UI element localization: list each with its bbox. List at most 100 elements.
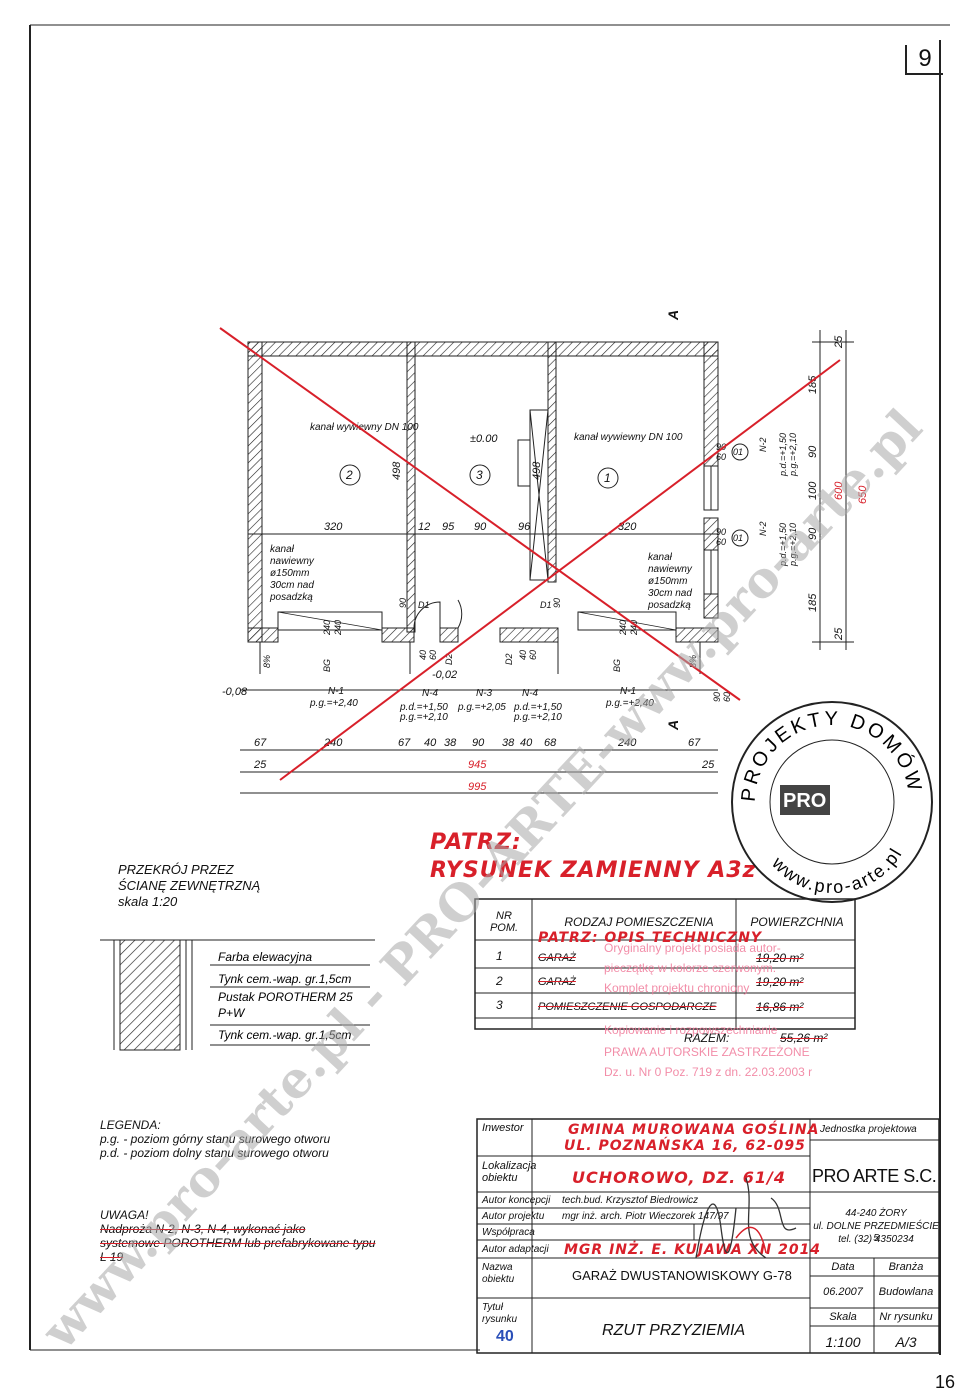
drawing-label: Tytuł rysunku — [482, 1302, 518, 1325]
table-header-name: RODZAJ POMIESZCZENIA — [564, 915, 714, 929]
object-label: Nazwa obiektu — [482, 1262, 515, 1285]
handwritten-note-line1: PATRZ: — [430, 830, 522, 855]
svg-text:ø150mm: ø150mm — [270, 568, 309, 579]
svg-text:p.d.=+1,50: p.d.=+1,50 — [399, 702, 448, 713]
drawing-value: RZUT PRZYZIEMIA — [602, 1322, 746, 1339]
svg-text:30cm nad: 30cm nad — [648, 588, 692, 599]
red-cross-line-2 — [279, 359, 841, 781]
svg-text:90: 90 — [807, 527, 819, 540]
row-2-area: 19,20 m² — [756, 975, 804, 989]
location-value: UCHOROWO, DZ. 61/4 — [572, 1168, 786, 1187]
investor-line2: UL. POZNAŃSKA 16, 62-095 — [564, 1138, 806, 1154]
title-block: Inwestor GMINA MUROWANA GOŚLINA UL. POZN… — [476, 1118, 940, 1354]
section-title: PRZEKRÓJ PRZEZ ŚCIANĘ ZEWNĘTRZNĄ skala 1… — [118, 862, 261, 909]
branch-value: Budowlana — [878, 1286, 934, 1298]
branch-label: Branża — [888, 1261, 924, 1273]
svg-text:N-3: N-3 — [476, 688, 493, 699]
slope-left: 8% — [262, 655, 272, 668]
door-mark-2: D1 — [540, 600, 552, 610]
svg-text:p.g.=+2,10: p.g.=+2,10 — [399, 712, 448, 723]
legend-item-pd: p.d. - poziom dolny stanu surowego otwor… — [100, 1146, 329, 1160]
window-size-60-a: 60 — [716, 452, 726, 462]
legend-item-pg: p.g. - poziom górny stanu surowego otwor… — [100, 1132, 331, 1146]
right-levels: N-2 p.d.=+1,50 p.g.=+2,10 N-2 p.d.=+1,50… — [758, 433, 798, 567]
room-number-1: 1 — [604, 471, 611, 485]
dim-498-right: 498 — [531, 461, 543, 480]
svg-text:945: 945 — [468, 759, 487, 771]
cooperation-label: Współpraca — [482, 1227, 535, 1238]
svg-text:p.g.=+2,10: p.g.=+2,10 — [788, 433, 798, 477]
svg-text:25: 25 — [253, 759, 267, 771]
svg-text:185: 185 — [807, 375, 819, 394]
svg-text:N-1: N-1 — [620, 686, 636, 697]
gate-mark-right: BG — [612, 659, 622, 672]
investor-line1: GMINA MUROWANA GOŚLINA — [568, 1122, 820, 1138]
svg-text:25: 25 — [833, 335, 845, 349]
page-number-bottom: 16 — [935, 1372, 956, 1392]
layer-3: Pustak POROTHERM 25 — [218, 990, 353, 1004]
dim-top-12: 12 — [418, 521, 430, 533]
svg-text:30cm nad: 30cm nad — [270, 580, 314, 591]
svg-text:p.g.=+2,05: p.g.=+2,05 — [457, 702, 506, 713]
row-2-name: GARAŻ — [538, 976, 576, 988]
svg-text:p.d.=+1,50: p.d.=+1,50 — [513, 702, 562, 713]
svg-text:25: 25 — [701, 759, 715, 771]
svg-text:90: 90 — [472, 737, 485, 749]
window-mark-1: 01 — [733, 447, 743, 457]
svg-text:kanał: kanał — [270, 544, 295, 555]
svg-text:995: 995 — [468, 781, 487, 793]
svg-text:p.d.=+1,50: p.d.=+1,50 — [778, 523, 788, 567]
adaptation-date: XII 2014 — [748, 1242, 822, 1258]
svg-text:100: 100 — [807, 481, 819, 500]
svg-text:240: 240 — [323, 737, 343, 749]
page-number-top: 9 — [918, 45, 932, 72]
legend-title: LEGENDA: — [100, 1118, 161, 1132]
concept-value: tech.bud. Krzysztof Biedrowicz — [562, 1195, 699, 1206]
address-line2: ul. DOLNE PRZEDMIEŚCIE 5 — [813, 1221, 939, 1244]
stamp-bottom-text: www.pro-arte.pl — [768, 844, 905, 898]
unit-label: Jednostka projektowa — [820, 1124, 917, 1135]
door-mark-4: D2 — [504, 653, 514, 665]
number-label: Nr rysunku — [879, 1311, 933, 1323]
project-value: mgr inż. arch. Piotr Wieczorek — [562, 1211, 696, 1222]
gate-mark-left: BG — [322, 659, 332, 672]
window-size-90-a: 90 — [716, 442, 726, 452]
project-license: 147/97 — [698, 1211, 729, 1222]
company-stamp: PROJEKTY DOMÓW www.pro-arte.pl PRO ARTE — [731, 701, 933, 903]
svg-text:67: 67 — [688, 737, 701, 749]
dim-498-left: 498 — [391, 461, 403, 480]
location-label: Lokalizacja obiektu — [482, 1160, 537, 1184]
svg-text:p.g.=+2,10: p.g.=+2,10 — [788, 523, 798, 567]
note-title: UWAGA! — [100, 1208, 149, 1222]
door-size-right: 90 — [552, 598, 562, 608]
layer-1: Farba elewacyjna — [218, 950, 312, 964]
stamp-top-text: PROJEKTY DOMÓW — [738, 708, 923, 803]
address-line3: tel. (32) 4350234 — [838, 1234, 914, 1245]
row-1-nr: 1 — [496, 949, 503, 963]
svg-text:N-1: N-1 — [328, 686, 344, 697]
note: UWAGA! Nadproża N-2, N-3, N-4, wykonać j… — [100, 1208, 376, 1264]
concept-label: Autor koncepcji — [482, 1195, 551, 1206]
svg-text:90: 90 — [807, 445, 819, 458]
total-label: RAZEM: — [684, 1031, 730, 1045]
svg-text:p.g.=+2,40: p.g.=+2,40 — [309, 698, 358, 709]
door-size-40-b: 40 — [518, 650, 528, 660]
gate-size-3: 240 — [618, 620, 628, 636]
dim-top-96: 96 — [518, 521, 531, 533]
window-size-60-c: 60 — [722, 692, 732, 702]
dim-top-320-left: 320 — [324, 521, 343, 533]
svg-text:68: 68 — [544, 737, 557, 749]
table-header-area: POWIERZCHNIA — [750, 915, 844, 929]
gate-size-2: 240 — [333, 620, 343, 636]
handwritten-note-line2: RYSUNEK ZAMIENNY A3z — [430, 858, 757, 883]
door-size-40-a: 40 — [418, 650, 428, 660]
svg-text:ø150mm: ø150mm — [648, 576, 687, 587]
layer-5: Tynk cem.-wap. gr.1,5cm — [218, 1028, 351, 1042]
svg-text:N-2: N-2 — [758, 521, 768, 536]
window-size-60-b: 60 — [716, 537, 726, 547]
object-value: GARAŻ DWUSTANOWISKOWY G-78 — [572, 1268, 792, 1283]
row-2-nr: 2 — [496, 974, 503, 988]
row-1-area: 19,20 m² — [756, 951, 804, 965]
wall-section: Farba elewacyjna Tynk cem.-wap. gr.1,5cm… — [100, 939, 375, 1051]
svg-text:p.g.=+2,10: p.g.=+2,10 — [513, 712, 562, 723]
